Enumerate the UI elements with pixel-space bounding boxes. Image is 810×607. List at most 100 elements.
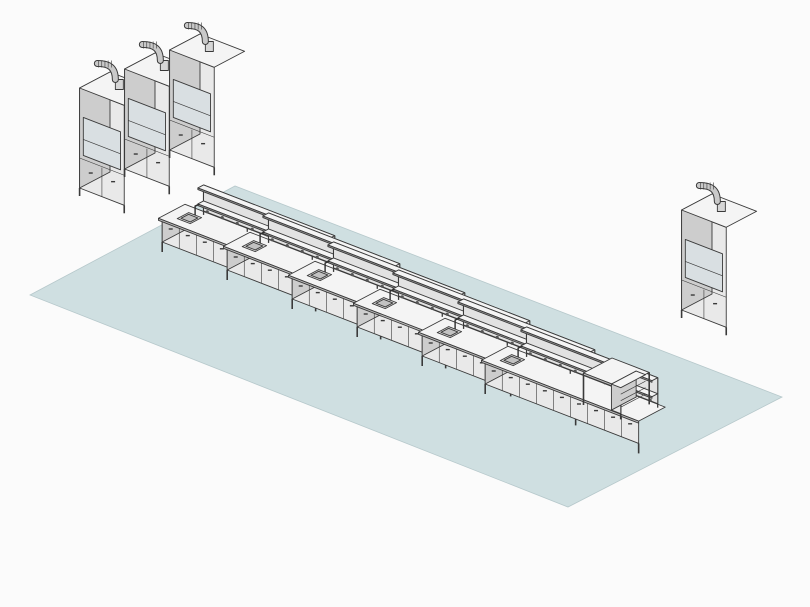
gas-tap-icon [415, 301, 419, 305]
faucet-icon [454, 317, 460, 330]
gas-tap-icon [250, 227, 254, 231]
door-handle-icon [445, 348, 450, 351]
fume-hood-2-sash-glass [127, 97, 166, 152]
work-table-icon [582, 357, 651, 420]
door-handle-icon [111, 180, 116, 183]
floor-plate [29, 185, 783, 508]
sink-basin [375, 298, 394, 308]
door-handle-icon [713, 302, 718, 305]
gas-tap-icon [270, 238, 274, 242]
door-handle-icon [349, 305, 354, 307]
door-handle-icon [559, 396, 564, 399]
sink-basin [180, 213, 199, 223]
drawer-seam [620, 380, 646, 395]
lab-furniture-group [78, 22, 758, 454]
gas-tap-icon [465, 324, 469, 328]
drawer-seam [620, 387, 646, 401]
door-handle-icon [267, 269, 272, 271]
hood-worksurface-line [124, 138, 170, 157]
fume-hood-1-sash-glass [82, 116, 121, 171]
sash-rail [128, 120, 166, 136]
door-handle-icon [178, 134, 183, 136]
duct-elbow-fill [696, 183, 720, 205]
door-handle-icon [628, 423, 633, 425]
door-handle-icon [542, 390, 547, 392]
faucet-icon [517, 345, 523, 358]
sash-rail [173, 101, 211, 117]
door-handle-icon [202, 241, 207, 243]
door-handle-icon [156, 161, 161, 164]
exhaust-duct-icon [114, 79, 124, 90]
door-handle-icon [611, 416, 616, 418]
door-handle-icon [594, 409, 599, 412]
duct-elbow-fill [184, 23, 208, 45]
hood-worksurface-line [79, 157, 125, 176]
door-handle-icon [363, 313, 368, 315]
faucet-icon [389, 288, 395, 301]
door-handle-icon [508, 376, 513, 379]
gas-tap-icon [543, 358, 547, 362]
door-handle-icon [88, 172, 93, 174]
gas-tap-icon [335, 267, 339, 271]
door-handle-icon [315, 291, 320, 294]
gas-tap-icon [495, 335, 499, 340]
faucet-icon [324, 260, 330, 273]
sink-basin [440, 327, 459, 337]
door-handle-icon [298, 285, 303, 287]
gas-tap-icon [558, 363, 562, 368]
door-handle-icon [462, 355, 467, 357]
sash-rail [83, 139, 121, 155]
door-handle-icon [380, 319, 385, 322]
door-handle-icon [250, 262, 255, 265]
door-handle-icon [690, 294, 695, 296]
sink-basin [503, 355, 522, 365]
sink-basin [310, 270, 329, 280]
fume-hood-3-sash-glass [172, 78, 211, 133]
gas-tap-icon [430, 306, 434, 311]
gas-tap-icon [220, 216, 224, 220]
door-handle-icon [233, 256, 238, 258]
door-handle-icon [201, 142, 206, 145]
drawer-seam [620, 393, 646, 408]
sink-basin [245, 241, 264, 251]
gas-tap-icon [445, 312, 449, 316]
gas-tap-icon [510, 341, 514, 345]
gas-tap-icon [400, 295, 404, 299]
door-handle-icon [133, 153, 138, 155]
gas-tap-icon [480, 330, 484, 334]
fume-hood-5-sash-glass [684, 238, 723, 293]
gas-tap-icon [365, 278, 369, 283]
gas-tap-icon [573, 369, 577, 373]
exhaust-duct-icon [204, 41, 214, 52]
door-handle-icon [414, 333, 419, 335]
door-handle-icon [491, 370, 496, 372]
door-handle-icon [219, 248, 224, 250]
gas-tap-icon [285, 244, 289, 248]
gas-tap-icon [315, 255, 319, 259]
door-handle-icon [284, 276, 289, 278]
fume-hood-right [680, 182, 758, 336]
hood-worksurface-line [169, 119, 215, 138]
hood-worksurface-line [681, 279, 727, 298]
gas-tap-icon [350, 273, 354, 277]
sash-rail [685, 261, 723, 277]
gas-tap-icon [380, 284, 384, 288]
door-handle-icon [525, 383, 530, 385]
duct-elbow-fill [94, 61, 118, 83]
door-handle-icon [168, 228, 173, 230]
exhaust-duct-icon [159, 60, 169, 71]
faucet-icon [259, 231, 265, 244]
fume-hood-group-left [78, 22, 246, 214]
table-drawer-unit-top [610, 370, 646, 389]
door-handle-icon [185, 234, 190, 237]
bench-worktop-edge [480, 359, 640, 424]
exhaust-duct-icon [716, 201, 726, 212]
gas-tap-icon [528, 352, 532, 356]
door-handle-icon [428, 342, 433, 344]
gas-tap-icon [300, 249, 304, 254]
door-handle-icon [332, 298, 337, 300]
gas-tap-icon [205, 210, 209, 214]
duct-elbow-fill [139, 42, 163, 64]
